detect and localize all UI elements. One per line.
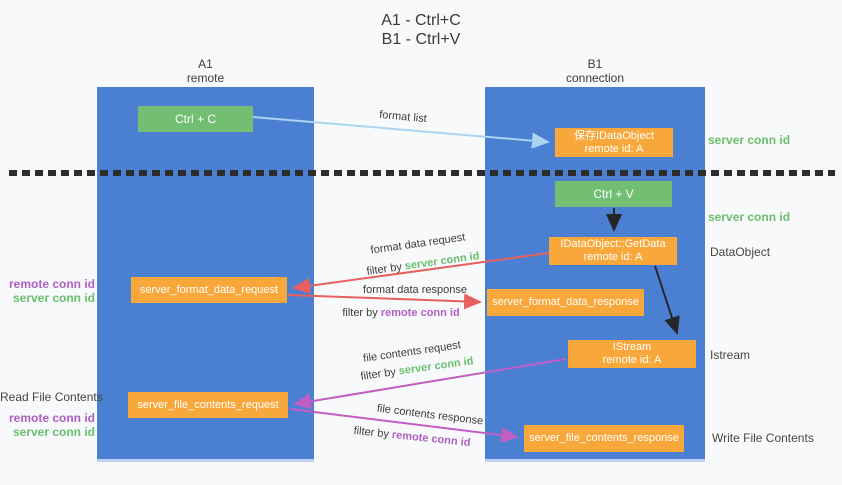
title-line-2: B1 - Ctrl+V — [381, 31, 461, 48]
remote-conn-id-label: remote conn id — [8, 411, 95, 425]
node-server-format-data-request: server_format_data_request — [131, 277, 287, 303]
remote-conn-id-text: remote conn id — [380, 307, 460, 319]
server-conn-id-label: server conn id — [12, 425, 95, 439]
node-server-format-data-response: server_format_data_response — [487, 289, 644, 316]
server-format-data-response-label: server_format_data_response — [492, 296, 639, 308]
lane-b1-role: connection — [565, 71, 625, 85]
istream-line1: IStream — [612, 341, 652, 353]
edge-label-format-data-response: format data response — [363, 284, 467, 296]
node-server-file-contents-response: server_file_contents_response — [524, 425, 684, 452]
ctrl-v-label: Ctrl + V — [593, 187, 634, 201]
side-label-write-file-contents: Write File Contents — [712, 431, 814, 445]
getdata-line1: IDataObject::GetData — [560, 238, 666, 250]
edge-label-format-list: format list — [378, 108, 428, 126]
phase-divider-dotted-line — [9, 170, 835, 176]
node-idataobject-getdata: IDataObject::GetData remote id: A — [549, 237, 677, 265]
remote-conn-id-text: remote conn id — [391, 428, 471, 450]
lane-header-b1: B1 connection — [485, 57, 705, 85]
title-line-1: A1 - Ctrl+C — [381, 12, 461, 29]
filter-by-text: filter by — [353, 424, 390, 441]
node-istream: IStream remote id: A — [568, 340, 696, 368]
node-ctrl-c: Ctrl + C — [138, 106, 253, 132]
filter-by-text: filter by — [359, 366, 397, 383]
side-label-read-file-contents: Read File Contents — [0, 390, 103, 404]
diagram-title: A1 - Ctrl+C B1 - Ctrl+V — [0, 11, 842, 49]
lane-header-a1: A1 remote — [97, 57, 314, 85]
save-idataobject-line2: remote id: A — [584, 142, 644, 155]
istream-line2: remote id: A — [602, 354, 662, 366]
server-file-contents-request-label: server_file_contents_request — [137, 398, 279, 411]
server-file-contents-response-label: server_file_contents_response — [529, 432, 679, 444]
left-conn-id-stack-2: remote conn id server conn id — [0, 411, 95, 439]
side-label-istream: Istream — [710, 348, 751, 362]
edge-label-file-contents-response: file contents response — [376, 402, 484, 428]
edge-label-filter-by-remote-conn-id-2: filter by remote conn id — [353, 425, 471, 449]
save-idataobject-line1: 保存IDataObject — [573, 129, 655, 142]
node-save-idataobject: 保存IDataObject remote id: A — [555, 128, 673, 157]
server-format-data-request-label: server_format_data_request — [139, 283, 279, 296]
side-label-server-conn-id-mid: server conn id — [708, 210, 791, 224]
side-label-server-conn-id-top: server conn id — [708, 133, 791, 147]
left-conn-id-stack-1: remote conn id server conn id — [0, 277, 95, 305]
node-ctrl-v: Ctrl + V — [555, 181, 672, 207]
ctrl-c-label: Ctrl + C — [174, 112, 216, 126]
remote-conn-id-label: remote conn id — [8, 277, 95, 291]
lane-b1-name: B1 — [587, 57, 603, 71]
server-conn-id-label: server conn id — [12, 291, 95, 305]
server-conn-id-text: server conn id — [404, 250, 481, 273]
server-conn-id-text: server conn id — [398, 355, 475, 378]
filter-by-text: filter by — [365, 261, 403, 278]
arrow-format-data-response — [287, 293, 482, 310]
lane-a1-name: A1 — [198, 57, 213, 71]
getdata-line2: remote id: A — [583, 251, 643, 263]
edge-label-filter-by-remote-conn-id-1: filter by remote conn id — [342, 307, 459, 319]
lane-a1-role: remote — [186, 71, 225, 85]
side-label-dataobject: DataObject — [710, 245, 771, 259]
node-server-file-contents-request: server_file_contents_request — [128, 392, 288, 418]
filter-by-text: filter by — [342, 307, 378, 319]
